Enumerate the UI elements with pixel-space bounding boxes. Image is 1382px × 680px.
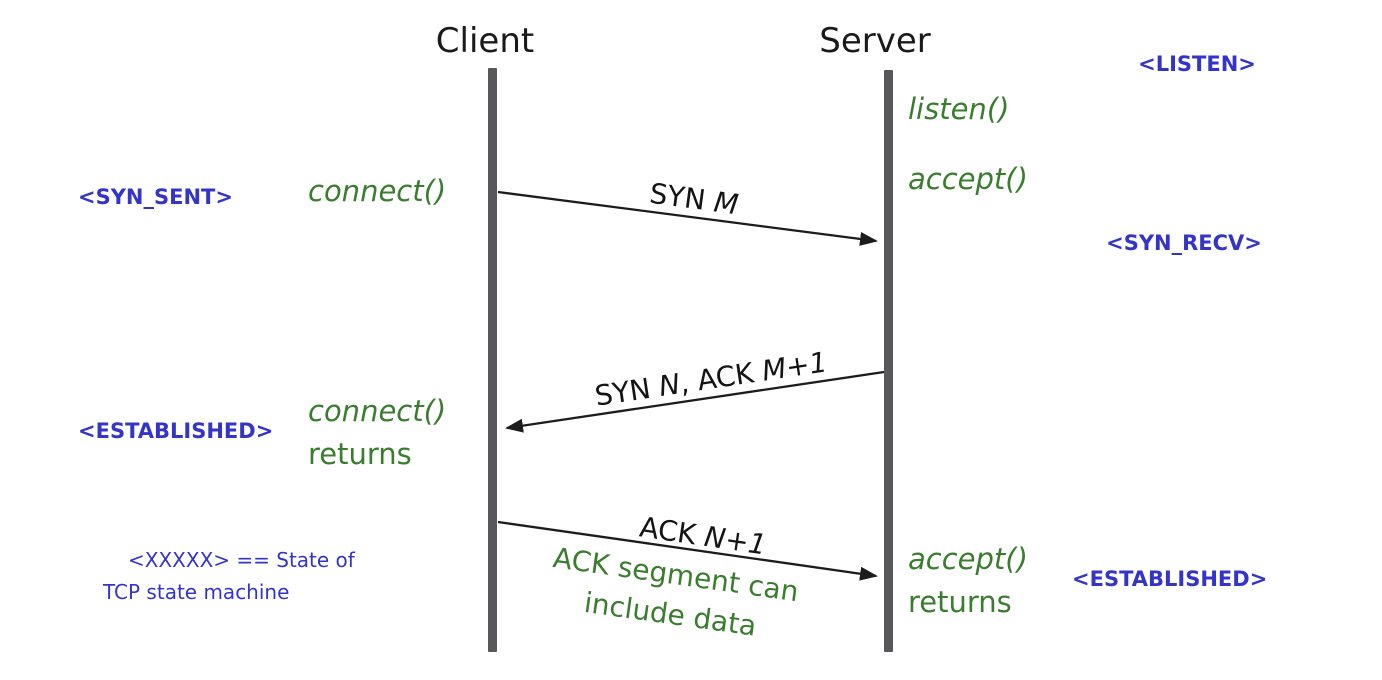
connect-call-text: connect() xyxy=(308,174,447,208)
syn-seq-var: M xyxy=(711,185,741,222)
synack-text-1: SYN xyxy=(592,370,662,413)
state-established-server: <ESTABLISHED> xyxy=(1072,567,1268,591)
accept-returns-func: accept() xyxy=(908,542,1028,576)
synack-ack-var: M+1 xyxy=(759,345,830,388)
syn-text: SYN xyxy=(647,176,717,219)
call-connect: connect() xyxy=(308,170,446,213)
connect-returns-func: connect() xyxy=(308,394,447,428)
state-listen: <LISTEN> xyxy=(1138,52,1256,76)
legend-state-note: <XXXXX> == State of TCP state machine xyxy=(103,544,355,608)
call-connect-returns: connect() returns xyxy=(308,390,446,476)
server-lifeline-title: Server xyxy=(819,21,931,61)
state-established-client: <ESTABLISHED> xyxy=(78,419,274,443)
call-accept-returns: accept() returns xyxy=(908,538,1028,624)
ack-text: ACK xyxy=(637,510,707,553)
state-syn-recv: <SYN_RECV> xyxy=(1106,231,1262,255)
accept-call-text: accept() xyxy=(908,162,1028,196)
call-listen: listen() xyxy=(908,88,1009,131)
ack-seq-var: N+1 xyxy=(702,519,769,562)
legend-line1: <XXXXX> == State of xyxy=(128,548,355,572)
server-lifeline xyxy=(884,70,893,652)
client-lifeline xyxy=(488,68,497,652)
message-label-syn: SYN M xyxy=(648,177,740,221)
listen-call-text: listen() xyxy=(908,92,1010,126)
synack-text-2: , ACK xyxy=(677,355,765,400)
legend-line2: TCP state machine xyxy=(103,580,290,604)
call-accept: accept() xyxy=(908,158,1028,201)
client-lifeline-title: Client xyxy=(435,21,535,61)
state-syn-sent: <SYN_SENT> xyxy=(78,185,233,209)
connect-returns-word: returns xyxy=(308,437,412,471)
accept-returns-word: returns xyxy=(908,585,1012,619)
message-label-syn-ack: SYN N, ACK M+1 xyxy=(593,345,830,412)
